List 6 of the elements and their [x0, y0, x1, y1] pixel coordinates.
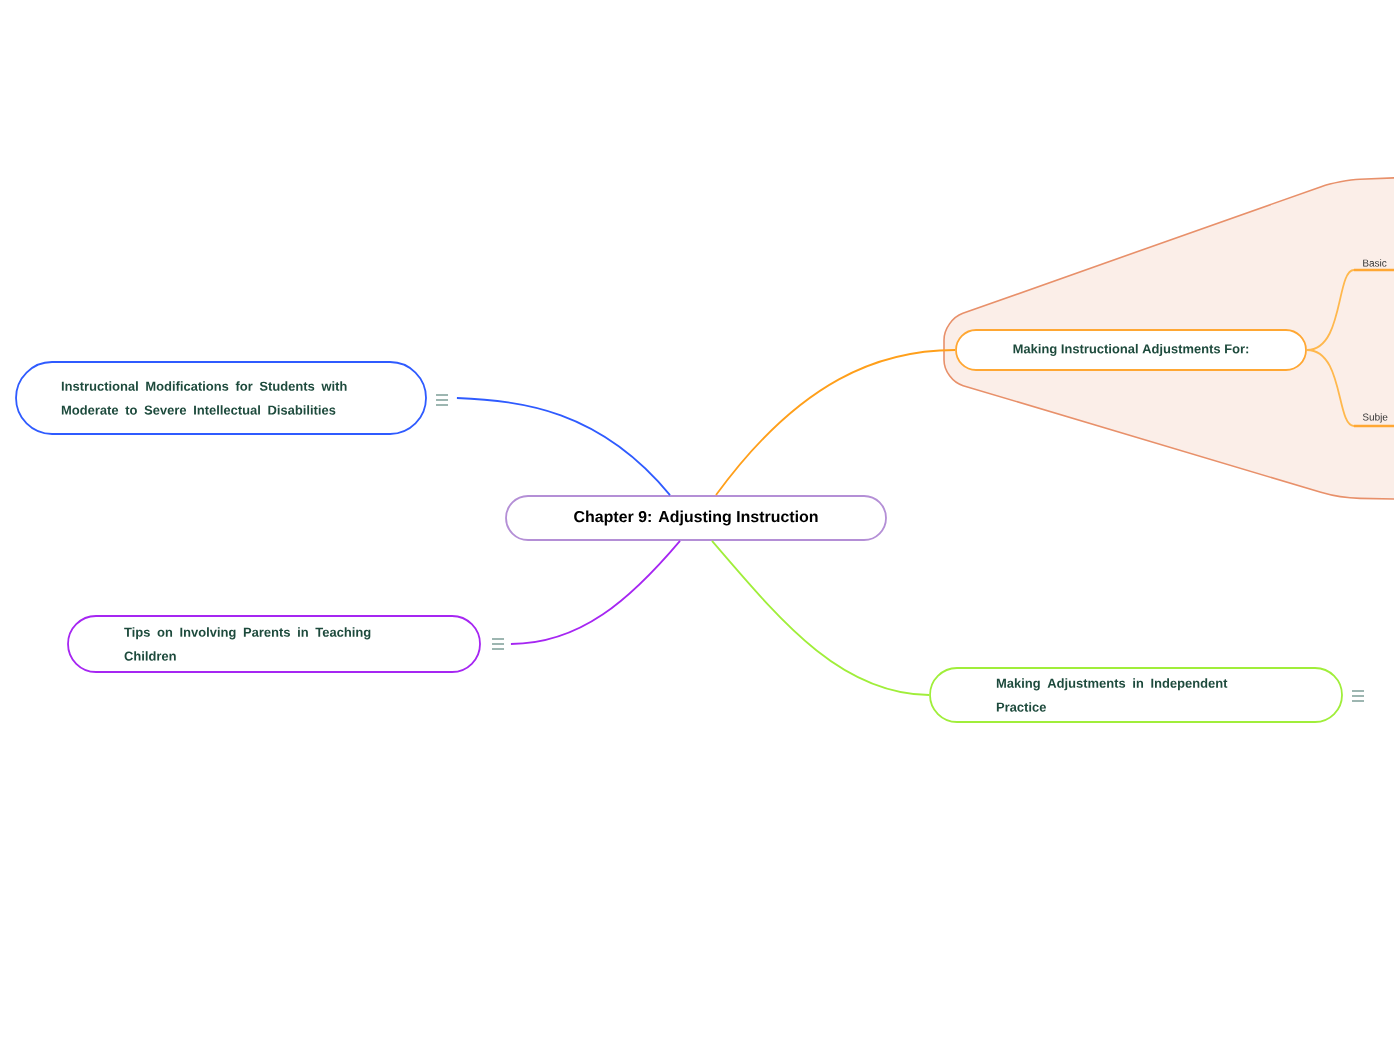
connector	[1306, 349, 1355, 427]
connector	[1306, 269, 1355, 351]
connector	[456, 397, 671, 496]
connector	[510, 540, 681, 645]
connector	[715, 349, 956, 496]
connector	[711, 540, 930, 696]
